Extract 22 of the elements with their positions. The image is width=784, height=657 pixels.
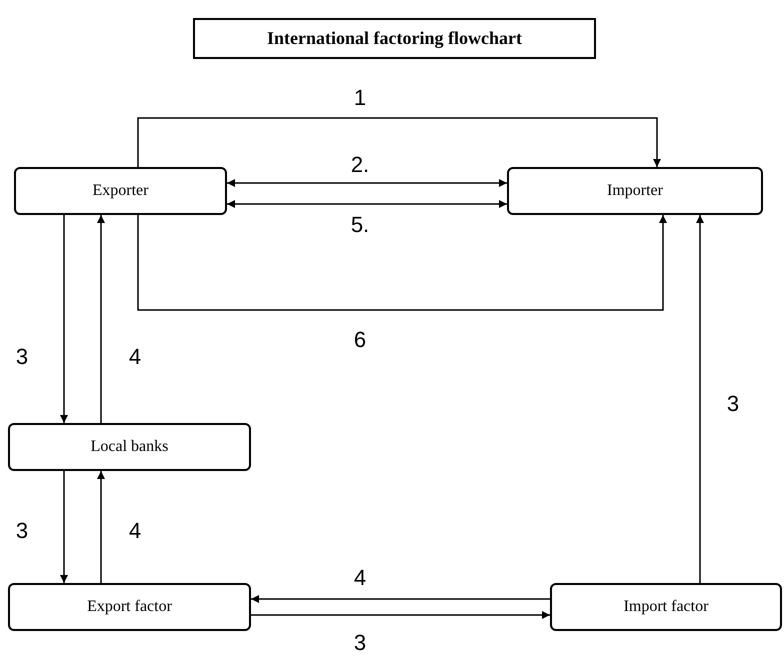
process-box: [550, 583, 782, 631]
arrow: [137, 117, 661, 167]
box-label: Importer: [607, 181, 663, 201]
box-label: Exporter: [92, 181, 148, 201]
arrow: [227, 200, 507, 208]
arrow: [60, 215, 68, 423]
box-label: Export factor: [87, 597, 172, 617]
process-box: [14, 167, 227, 215]
box-label: Local banks: [90, 437, 168, 457]
process-box: [507, 167, 763, 215]
arrow: [137, 215, 667, 311]
arrow: [227, 179, 507, 187]
process-box: [8, 423, 251, 471]
box-label: Import factor: [624, 597, 708, 617]
arrow: [251, 595, 550, 603]
arrow: [97, 471, 105, 583]
arrow: [251, 611, 550, 619]
arrow: [60, 471, 68, 583]
arrow: [97, 215, 105, 423]
process-box: [8, 583, 251, 631]
arrow: [696, 215, 704, 583]
title-box: International factoring flowchart: [193, 18, 596, 59]
